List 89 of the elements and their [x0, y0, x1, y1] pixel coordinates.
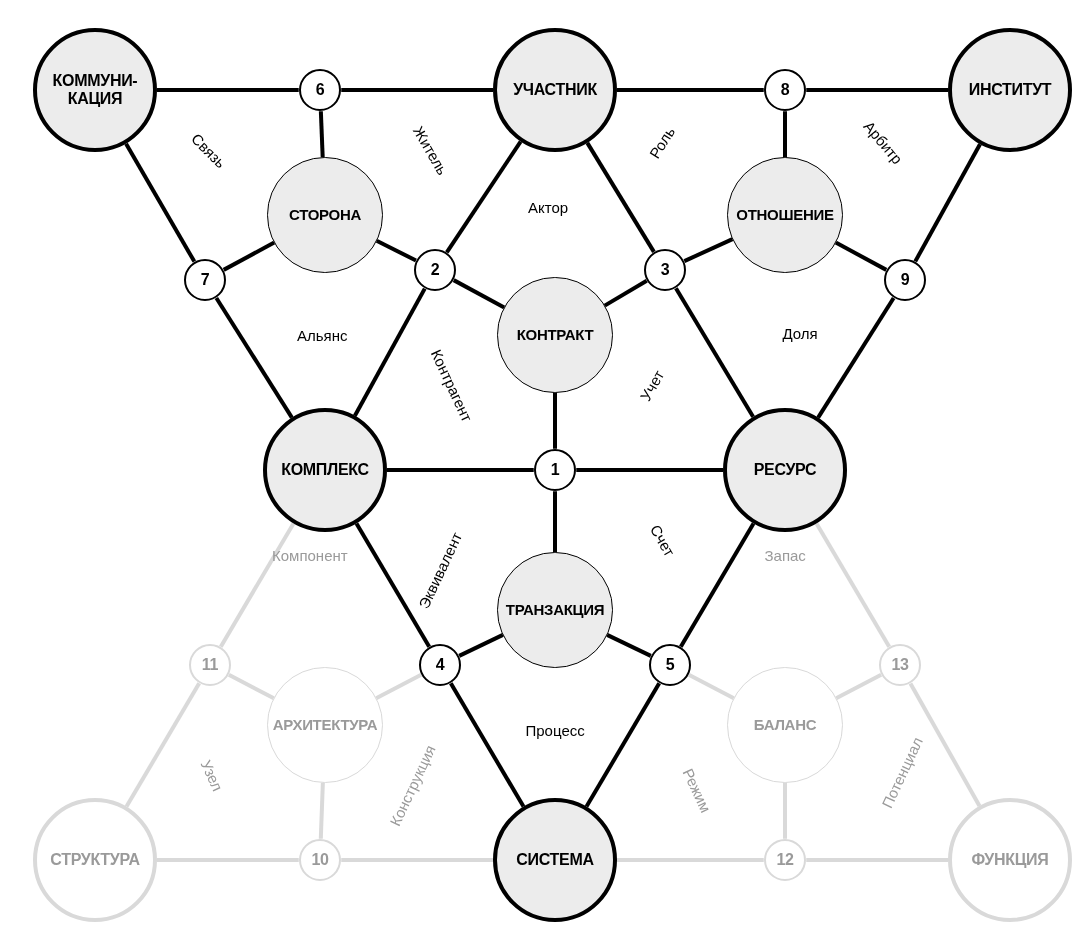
node-label: АРХИТЕКТУРА	[272, 716, 378, 734]
connector-line	[687, 673, 735, 701]
relation-label: Актор	[528, 198, 569, 216]
relation-label: Компонент	[272, 546, 348, 564]
relation-label: Альянс	[297, 326, 348, 344]
connector-line	[458, 633, 504, 658]
number-circle	[643, 248, 687, 292]
relation-label: Процесс	[525, 721, 585, 739]
node-label: КОНТРАКТ	[516, 326, 594, 344]
connector-line	[834, 240, 888, 272]
relation-label: Узел	[197, 756, 227, 794]
number-circle	[418, 643, 462, 687]
node-label: СИСТЕМА	[516, 851, 594, 869]
number-circle	[763, 68, 807, 112]
connector-line	[576, 468, 723, 472]
node-label: ФУНКЦИЯ	[971, 851, 1049, 869]
connector-line	[452, 278, 506, 310]
connector-line	[617, 88, 764, 92]
connector-line	[835, 673, 883, 701]
node-number: 10	[311, 851, 329, 869]
node-label: СТРУКТУРА	[50, 851, 140, 869]
connector-line	[341, 858, 493, 862]
relation-label: Запас	[764, 546, 806, 564]
node-number: 4	[435, 656, 445, 674]
connector-line	[318, 782, 325, 839]
node-label: ТРАНЗАКЦИЯ	[505, 601, 605, 619]
connector-line	[783, 111, 787, 158]
connector-line	[674, 287, 755, 418]
connector-line	[354, 522, 431, 648]
node-label: КОММУНИ- КАЦИЯ	[51, 72, 139, 108]
node-label: ОТНОШЕНИЕ	[736, 206, 834, 224]
node-number: 12	[776, 851, 794, 869]
connector-line	[214, 296, 294, 419]
node-number: 3	[660, 261, 670, 279]
node-label: УЧАСТНИК	[513, 81, 597, 99]
connector-line	[617, 858, 764, 862]
node-number: 8	[780, 81, 790, 99]
connector-line	[806, 88, 948, 92]
number-circle	[413, 248, 457, 292]
connector-line	[679, 522, 756, 648]
number-circle	[883, 258, 927, 302]
node-number: 11	[201, 656, 219, 674]
connector-line	[585, 141, 656, 253]
number-circle	[188, 643, 232, 687]
number-circle	[878, 643, 922, 687]
connector-line	[124, 682, 201, 808]
connector-line	[913, 143, 982, 263]
connector-line	[908, 682, 982, 807]
node-label: ИНСТИТУТ	[968, 81, 1052, 99]
node-number: 7	[200, 271, 210, 289]
connector-line	[227, 673, 275, 701]
connector-line	[124, 142, 197, 263]
connector-line	[318, 111, 325, 158]
node-label: СТОРОНА	[289, 206, 361, 224]
node-number: 5	[665, 656, 675, 674]
connector-line	[219, 522, 296, 648]
connector-line	[816, 296, 896, 419]
connector-line	[341, 88, 493, 92]
connector-line	[783, 782, 787, 839]
number-circle	[183, 258, 227, 302]
node-number: 2	[430, 261, 440, 279]
connector-line	[553, 392, 557, 449]
connector-line	[353, 287, 427, 417]
node-number: 1	[550, 461, 560, 479]
connector-line	[445, 140, 523, 254]
node-number: 13	[891, 656, 909, 674]
node-number: 9	[900, 271, 910, 289]
connector-line	[553, 491, 557, 553]
node-number: 6	[315, 81, 325, 99]
connector-line	[584, 682, 661, 808]
number-circle	[648, 643, 692, 687]
connector-line	[222, 240, 276, 272]
connector-line	[157, 88, 299, 92]
connector-line	[603, 279, 648, 308]
connector-line	[683, 237, 734, 263]
connector-line	[806, 858, 948, 862]
connector-line	[606, 633, 652, 658]
number-circle	[298, 68, 342, 112]
node-label: БАЛАНС	[753, 716, 817, 734]
connector-line	[449, 682, 526, 808]
connector-line	[375, 673, 423, 701]
connector-line	[387, 468, 534, 472]
node-label: РЕСУРС	[753, 461, 817, 479]
connector-line	[375, 239, 417, 263]
node-label: КОМПЛЕКС	[281, 461, 369, 479]
number-circle	[533, 448, 577, 492]
connector-line	[157, 858, 299, 862]
connector-line	[814, 522, 891, 648]
relation-label: Доля	[782, 324, 818, 342]
